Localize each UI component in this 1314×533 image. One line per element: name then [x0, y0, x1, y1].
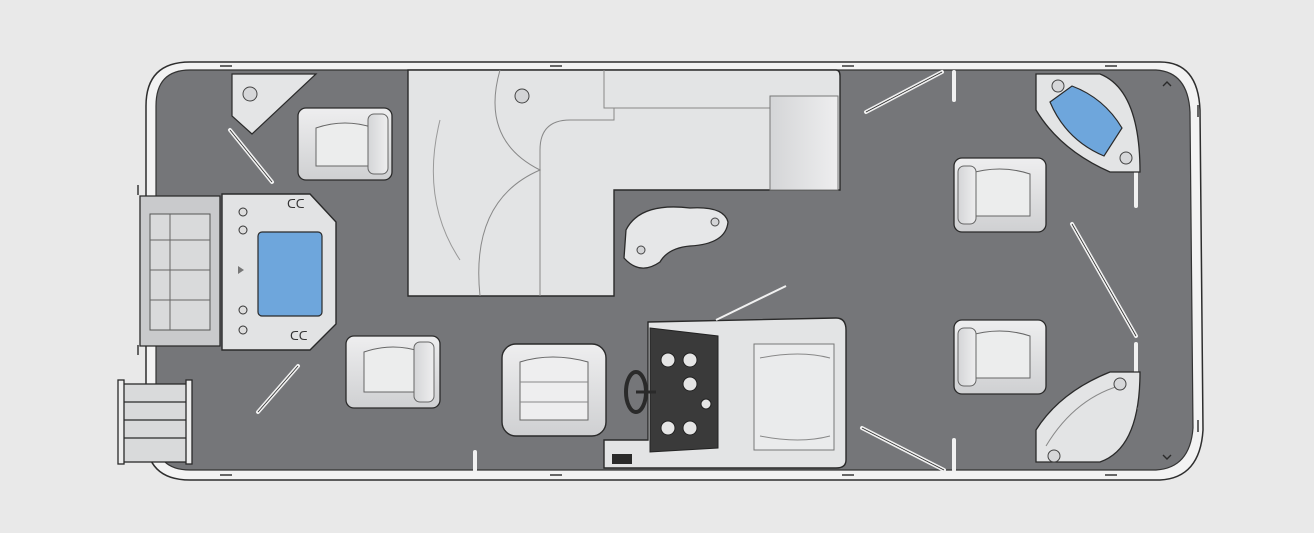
bow-corner-seat-starboard [1035, 371, 1141, 463]
gauge-icon [682, 352, 698, 368]
helm-console [603, 285, 847, 469]
gauge-icon [660, 352, 676, 368]
l-lounge [407, 69, 841, 297]
bow-chair-starboard [953, 319, 1047, 395]
gauge-icon [660, 420, 676, 436]
boarding-ladder [117, 379, 193, 465]
bow-storage-hatch [1049, 85, 1123, 157]
gauge-icon [682, 376, 698, 392]
helm-seat [501, 343, 607, 437]
helm-dash [649, 327, 719, 453]
swim-platform [139, 195, 221, 347]
bow-corner-seat-port [1035, 73, 1141, 173]
gauge-icon [682, 420, 698, 436]
aft-storage-hatch [257, 231, 323, 317]
lounge-table [623, 206, 729, 269]
svg-text:ᑕᑕ: ᑕᑕ [287, 197, 305, 211]
cleat-icon [137, 65, 1199, 476]
bow-chair-port [953, 157, 1047, 233]
gauge-icon [700, 398, 712, 410]
aft-chair-starboard [345, 335, 441, 409]
svg-text:ᑕᑕ: ᑕᑕ [290, 329, 308, 343]
aft-chair-port [297, 107, 393, 181]
cup-holder-icon [514, 88, 530, 104]
aft-corner-seat-port [231, 73, 318, 135]
cup-holder-icon [238, 325, 248, 335]
cup-holder-icon [238, 207, 248, 217]
cup-holder-icon [238, 225, 248, 235]
aft-lounge: ᑕᑕ ᑕᑕ [221, 193, 337, 351]
cup-holder-icon [238, 305, 248, 315]
steering-wheel-icon [624, 370, 656, 414]
